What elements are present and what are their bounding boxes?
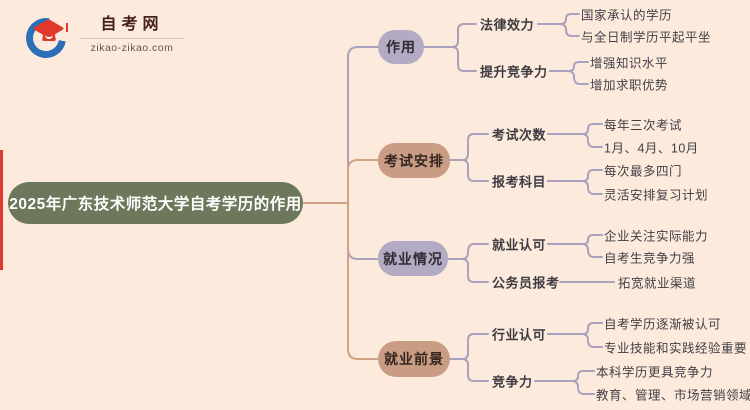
- bracket: [547, 169, 603, 182]
- sub-node-industry-recognition: 行业认可: [492, 327, 547, 343]
- leaf-item: 增强知识水平: [590, 56, 669, 71]
- sub-node-competitiveness: 竞争力: [492, 374, 533, 390]
- connector-branch-role: [347, 46, 379, 204]
- graduation-cap-icon: [18, 10, 74, 66]
- bracket: [547, 322, 603, 335]
- bracket: [537, 13, 580, 25]
- sub-node-exam-subjects: 报考科目: [492, 174, 547, 190]
- leaf-item: 自考学历逐渐被认可: [604, 317, 722, 332]
- leaf-item: 灵活安排复习计划: [604, 188, 709, 203]
- leaf-item: 1月、4月、10月: [604, 141, 699, 156]
- branch-node-exam-schedule: 考试安排: [378, 143, 450, 178]
- bracket: [447, 243, 489, 260]
- sub-node-civil-service: 公务员报考: [492, 275, 560, 291]
- logo-divider: [80, 38, 184, 40]
- sub-node-exam-frequency: 考试次数: [492, 127, 547, 143]
- bracket: [549, 70, 589, 85]
- tassel: [66, 23, 68, 32]
- site-domain: zikao-zikao.com: [90, 42, 174, 55]
- leaf-item: 与全日制学历平起平坐: [581, 30, 712, 45]
- bracket: [449, 333, 489, 360]
- bracket: [447, 258, 489, 283]
- sub-node-employment-recognition: 就业认可: [492, 237, 547, 253]
- leaf-item: 增加求职优势: [590, 78, 669, 93]
- bracket: [547, 123, 603, 135]
- leaf-item: 每次最多四门: [604, 164, 683, 179]
- bracket: [547, 243, 603, 258]
- bracket: [549, 61, 589, 72]
- bracket: [534, 380, 595, 395]
- leaf-item: 企业关注实际能力: [604, 229, 709, 244]
- bracket: [423, 46, 477, 72]
- connector-branch-prospects: [347, 202, 379, 360]
- sub-node-competitiveness-boost: 提升竞争力: [480, 64, 548, 80]
- leaf-item: 专业技能和实践经验重要: [604, 341, 748, 356]
- logo-text-block: 自考网 zikao-zikao.com: [80, 14, 184, 54]
- leaf-item: 自考生竞争力强: [604, 251, 696, 266]
- sub-node-legal-validity: 法律效力: [480, 17, 535, 33]
- smile-mark: [45, 32, 53, 39]
- branch-node-role: 作用: [378, 30, 424, 64]
- left-accent-bar: [0, 150, 3, 270]
- bracket: [449, 159, 489, 182]
- bracket: [449, 133, 489, 161]
- bracket: [547, 133, 603, 148]
- leaf-item: 教育、管理、市场营销领域: [596, 388, 750, 403]
- leaf-item: 拓宽就业渠道: [618, 276, 697, 291]
- connector-branch-employment-status: [347, 202, 378, 260]
- leaf-item: 国家承认的学历: [581, 8, 673, 23]
- leaf-item: 每年三次考试: [604, 118, 683, 133]
- bracket: [423, 23, 477, 48]
- bracket: [547, 333, 603, 348]
- leaf-item: 本科学历更具竞争力: [596, 365, 714, 380]
- bracket: [449, 358, 489, 382]
- branch-node-prospects: 就业前景: [378, 341, 450, 377]
- branch-node-employment-status: 就业情况: [378, 241, 448, 276]
- site-name: 自考网: [100, 15, 164, 33]
- bracket: [547, 234, 603, 245]
- bracket: [534, 370, 595, 382]
- site-logo: 自考网 zikao-zikao.com: [18, 10, 184, 66]
- bracket: [547, 180, 603, 195]
- connector-branch-exam-schedule: [347, 159, 379, 204]
- root-node: 2025年广东技术师范大学自考学历的作用: [8, 182, 303, 224]
- bracket: [537, 23, 580, 37]
